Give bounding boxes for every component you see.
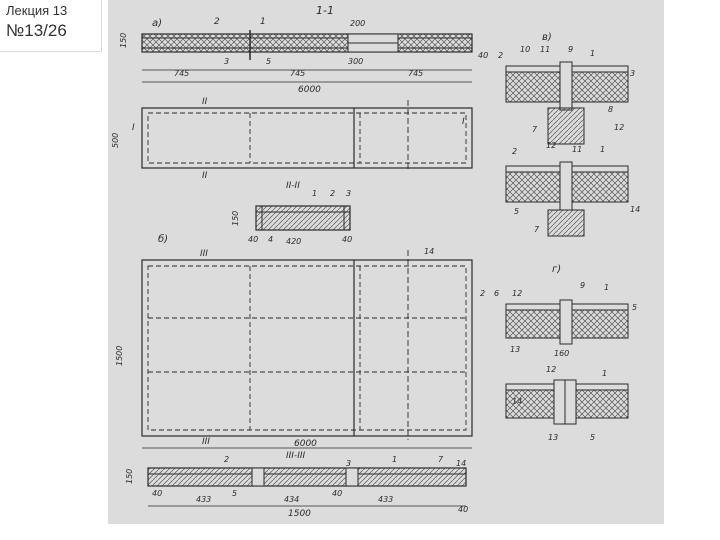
dim-40-iii-3: 40 bbox=[458, 505, 468, 514]
part-7-iii: 7 bbox=[438, 455, 444, 464]
part-4-ii: 4 bbox=[268, 235, 273, 244]
dim-300: 300 bbox=[348, 57, 363, 66]
part-2-a: 2 bbox=[214, 17, 220, 27]
title-II-II: II-II bbox=[286, 181, 300, 191]
part-1-v2: 1 bbox=[600, 145, 605, 154]
part-9-g: 9 bbox=[580, 281, 585, 290]
section-II-II: II-II 1 2 3 150 40 420 40 4 bbox=[231, 181, 352, 246]
cut-I-left: I bbox=[132, 123, 135, 133]
part-7-v2: 7 bbox=[534, 225, 540, 234]
part-3-iii: 3 bbox=[346, 459, 351, 468]
dim-150-a: 150 bbox=[119, 33, 128, 48]
dim-40-iii-2: 40 bbox=[332, 489, 342, 498]
part-13-g: 13 bbox=[510, 345, 520, 354]
technical-drawing: 1-1 а) 2 1 200 150 40 3 5 300 745 745 74… bbox=[108, 0, 664, 524]
dim-6000-b: 6000 bbox=[294, 439, 317, 449]
part-6-g: 6 bbox=[494, 289, 499, 298]
part-5-v2: 5 bbox=[514, 207, 519, 216]
dim-40-ii-l: 40 bbox=[248, 235, 258, 244]
part-1-ii: 1 bbox=[312, 189, 317, 198]
label-a: а) bbox=[152, 18, 162, 29]
detail-v: в) 2 10 11 9 1 3 8 12 7 bbox=[498, 32, 635, 145]
dim-1500-iii: 1500 bbox=[288, 509, 311, 519]
part-2-iii: 2 bbox=[224, 455, 229, 464]
cut-II-bottom: II bbox=[202, 171, 208, 181]
detail-g: г) 9 1 2 6 12 5 13 160 bbox=[480, 264, 637, 358]
title-III-III: III-III bbox=[286, 451, 306, 461]
part-13-g2: 13 bbox=[548, 433, 558, 442]
dim-420: 420 bbox=[286, 237, 301, 246]
part-12-g: 12 bbox=[512, 289, 522, 298]
part-2-v2: 2 bbox=[512, 147, 517, 156]
dim-433-r: 433 bbox=[378, 495, 393, 504]
part-10-v: 10 bbox=[520, 45, 530, 54]
part-3-a: 3 bbox=[224, 57, 229, 66]
dim-40-iii-1: 40 bbox=[152, 489, 162, 498]
dim-745-2: 745 bbox=[290, 69, 305, 78]
section-b-plan: б) III 14 III 1500 6000 bbox=[115, 233, 473, 449]
dim-500: 500 bbox=[111, 133, 120, 148]
label-g: г) bbox=[552, 264, 561, 275]
part-5-iii: 5 bbox=[232, 489, 237, 498]
lecture-number: №13/26 bbox=[6, 21, 67, 40]
part-11-v2: 11 bbox=[572, 145, 582, 154]
part-1-g: 1 bbox=[604, 283, 609, 292]
slide-label: Лекция 13 №13/26 bbox=[0, 0, 102, 52]
part-3-v: 3 bbox=[630, 69, 635, 78]
part-14-b: 14 bbox=[424, 247, 434, 256]
part-14-v2: 14 bbox=[630, 205, 640, 214]
plan-view: II I I II 500 bbox=[111, 97, 473, 181]
part-12-v2: 12 bbox=[546, 141, 556, 150]
dim-434: 434 bbox=[284, 495, 299, 504]
part-3-ii: 3 bbox=[346, 189, 351, 198]
part-1-iii: 1 bbox=[392, 455, 397, 464]
part-2-g: 2 bbox=[480, 289, 485, 298]
part-5-a: 5 bbox=[266, 57, 271, 66]
section-a-longitudinal: 1-1 а) 2 1 200 150 40 3 5 300 745 745 74… bbox=[119, 4, 488, 95]
detail-v2: 2 12 11 1 5 14 7 bbox=[505, 141, 640, 237]
dim-6000-a: 6000 bbox=[298, 85, 321, 95]
dim-150-ii: 150 bbox=[231, 211, 240, 226]
drawing-canvas: 1-1 а) 2 1 200 150 40 3 5 300 745 745 74… bbox=[111, 4, 640, 519]
title-section-1-1: 1-1 bbox=[316, 4, 334, 17]
cut-II-top: II bbox=[202, 97, 208, 107]
dim-433-l: 433 bbox=[196, 495, 211, 504]
part-12-v: 12 bbox=[614, 123, 624, 132]
part-1-g2: 1 bbox=[602, 369, 607, 378]
part-11-v: 11 bbox=[540, 45, 550, 54]
part-12-g2: 12 bbox=[546, 365, 556, 374]
dim-200: 200 bbox=[350, 19, 365, 28]
label-b: б) bbox=[158, 233, 168, 245]
cut-III-bottom: III bbox=[202, 437, 210, 447]
dim-745-1: 745 bbox=[174, 69, 189, 78]
detail-g2: 12 1 14 13 5 bbox=[505, 365, 629, 442]
part-1-a: 1 bbox=[260, 17, 266, 27]
dim-1500-b: 1500 bbox=[115, 346, 124, 366]
part-8-v: 8 bbox=[608, 105, 613, 114]
part-2-ii: 2 bbox=[330, 189, 335, 198]
part-14-iii: 14 bbox=[456, 459, 466, 468]
part-1-v: 1 bbox=[590, 49, 595, 58]
part-5-g2: 5 bbox=[590, 433, 595, 442]
part-2-v: 2 bbox=[498, 51, 503, 60]
dim-40-ii-r: 40 bbox=[342, 235, 352, 244]
section-III-III: III-III 2 3 1 7 14 150 40 433 5 434 40 4… bbox=[125, 451, 468, 519]
dim-40-a: 40 bbox=[478, 51, 488, 60]
part-5-g: 5 bbox=[632, 303, 637, 312]
dim-160: 160 bbox=[554, 349, 569, 358]
cut-III-top: III bbox=[200, 249, 208, 259]
part-7-v: 7 bbox=[532, 125, 538, 134]
cut-I-right: I bbox=[462, 117, 465, 127]
dim-745-3: 745 bbox=[408, 69, 423, 78]
part-9-v: 9 bbox=[568, 45, 573, 54]
lecture-title: Лекция 13 bbox=[6, 3, 68, 18]
label-v: в) bbox=[542, 32, 552, 43]
dim-150-iii: 150 bbox=[125, 469, 134, 484]
